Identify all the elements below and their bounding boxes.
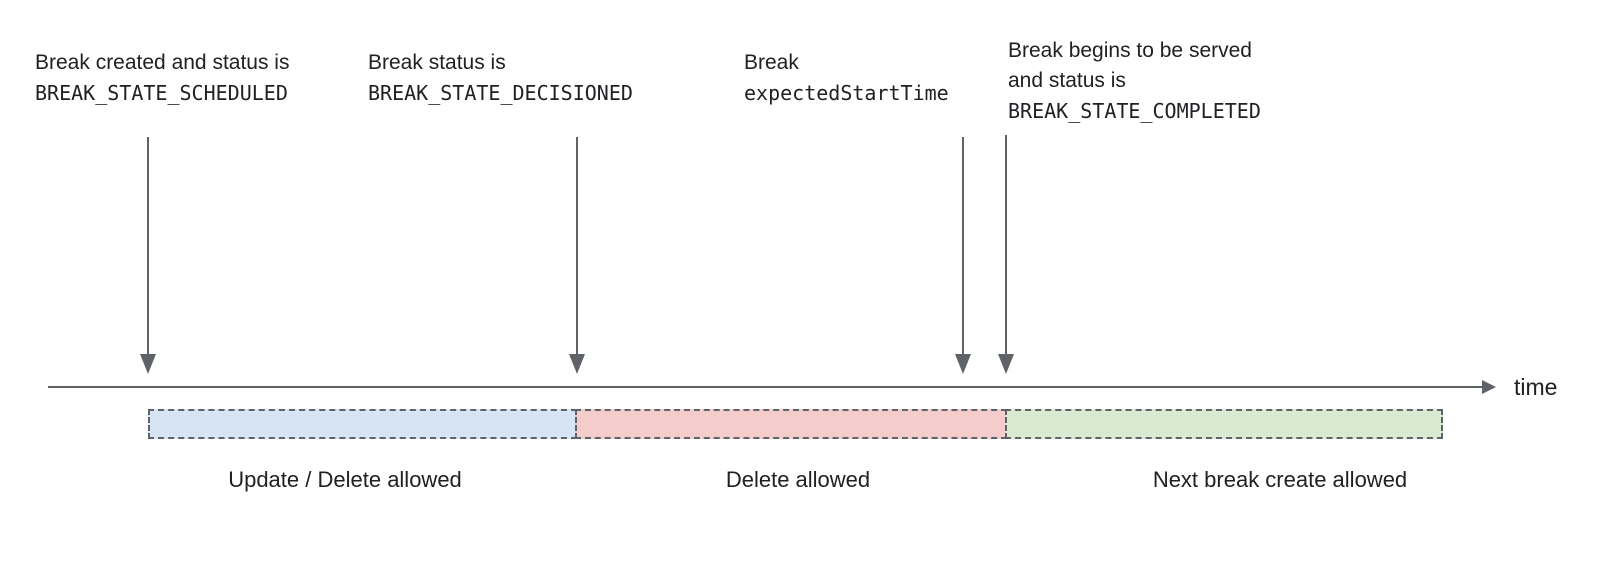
annotation-break-completed-code: BREAK_STATE_COMPLETED <box>1008 99 1261 123</box>
down-arrow-head-icon <box>998 354 1014 374</box>
segment-delete-allowed <box>575 409 1007 439</box>
down-arrow-shaft <box>147 137 149 354</box>
annotation-expected-start-time-code: expectedStartTime <box>744 81 949 105</box>
time-axis-line <box>48 386 1482 388</box>
down-arrow-scheduled <box>140 137 156 374</box>
down-arrow-head-icon <box>140 354 156 374</box>
annotation-break-created-text: Break created and status is <box>35 51 290 74</box>
down-arrow-shaft <box>1005 135 1007 354</box>
annotation-break-created: Break created and status is BREAK_STATE_… <box>35 48 289 108</box>
down-arrow-completed <box>998 135 1014 374</box>
annotation-break-decisioned: Break status is BREAK_STATE_DECISIONED <box>368 48 633 108</box>
down-arrow-shaft <box>576 137 578 354</box>
annotation-expected-start-time-text: Break <box>744 51 799 74</box>
time-axis-label: time <box>1514 374 1558 400</box>
annotation-expected-start-time: Break expectedStartTime <box>744 48 949 108</box>
annotation-break-created-code: BREAK_STATE_SCHEDULED <box>35 81 288 105</box>
segment-label-next-break: Next break create allowed <box>1152 467 1408 492</box>
down-arrow-decisioned <box>569 137 585 374</box>
segment-label-delete: Delete allowed <box>725 467 871 492</box>
annotation-break-decisioned-code: BREAK_STATE_DECISIONED <box>368 81 633 105</box>
segment-next-break-create-allowed <box>1005 409 1443 439</box>
time-axis-arrowhead-icon <box>1482 380 1496 394</box>
down-arrow-head-icon <box>569 354 585 374</box>
down-arrow-expected-start <box>955 137 971 374</box>
segment-update-delete-allowed <box>148 409 577 439</box>
down-arrow-shaft <box>962 137 964 354</box>
annotation-break-completed: Break begins to be served and status is … <box>1008 36 1261 126</box>
annotation-break-completed-text1: Break begins to be served <box>1008 39 1252 62</box>
annotation-break-decisioned-text: Break status is <box>368 51 506 74</box>
annotation-break-completed-text2: and status is <box>1008 69 1126 92</box>
segment-label-update-delete: Update / Delete allowed <box>228 467 462 492</box>
down-arrow-head-icon <box>955 354 971 374</box>
